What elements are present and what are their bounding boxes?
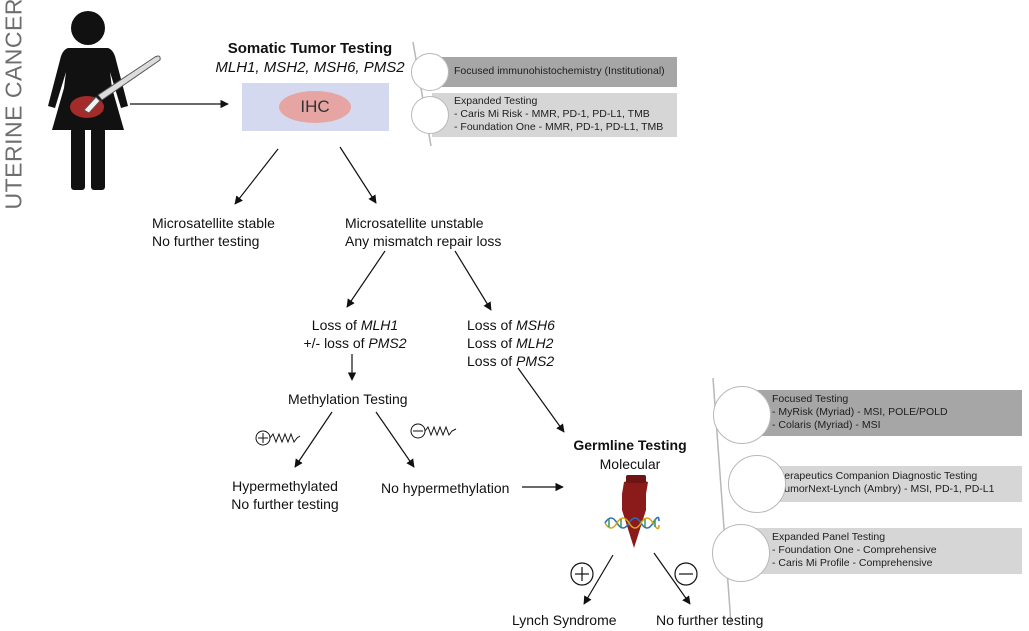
germline-option-circle — [713, 386, 771, 444]
scalpel-icon — [83, 55, 161, 114]
arrow-to-no-further — [653, 552, 691, 605]
somatic-option-focused: Focused immunohistochemistry (Institutio… — [432, 57, 677, 87]
option-line: - Foundation One - Comprehensive — [772, 544, 937, 556]
loss-mlh1-text: Loss of MLH1 +/- loss of PMS2 — [285, 316, 425, 352]
arrow-to-stable — [234, 148, 279, 205]
text-prefix: Loss of — [311, 317, 361, 333]
unstable-line-2: Any mismatch repair loss — [345, 233, 502, 249]
text-prefix: Loss of — [467, 353, 517, 369]
option-line: - MyRisk (Myriad) - MSI, POLE/POLD — [772, 406, 948, 418]
text-prefix: +/- loss of — [303, 335, 369, 351]
gene-msh6: MSH6 — [516, 317, 555, 333]
option-line: Expanded Panel Testing — [772, 531, 886, 543]
option-line: - Colaris (Myriad) - MSI — [772, 419, 881, 431]
option-line: Therapeutics Companion Diagnostic Testin… — [772, 470, 978, 482]
loss-mlh1-line-2: +/- loss of PMS2 — [285, 334, 425, 352]
somatic-option-circle — [411, 96, 449, 134]
gene-mlh2: MLH2 — [516, 335, 554, 351]
gene-pms2: PMS2 — [516, 353, 555, 369]
loss-msh6-line-2: Loss of MLH2 — [467, 334, 555, 352]
stable-text: Microsatellite stable No further testing — [152, 214, 275, 250]
stable-line-1: Microsatellite stable — [152, 215, 275, 231]
somatic-title: Somatic Tumor Testing — [227, 40, 393, 57]
germline-subtitle: Molecular — [599, 456, 661, 472]
gene-pms2: PMS2 — [368, 335, 407, 351]
arrow-to-loss-msh6 — [454, 250, 492, 311]
unstable-line-1: Microsatellite unstable — [345, 215, 484, 231]
option-line: Focused immunohistochemistry (Institutio… — [454, 65, 665, 77]
option-line: - Caris Mi Risk - MMR, PD-1, PD-L1, TMB — [454, 108, 650, 120]
loss-msh6-line-1: Loss of MSH6 — [467, 316, 555, 334]
gene-mlh1: MLH1 — [360, 317, 399, 333]
germline-option-focused: Focused Testing - MyRisk (Myriad) - MSI,… — [750, 390, 1022, 436]
arrow-to-no-hypermethylation — [375, 411, 415, 468]
option-line: Focused Testing — [772, 393, 849, 405]
option-line: - Caris Mi Profile - Comprehensive — [772, 557, 933, 569]
somatic-option-circle — [411, 53, 449, 91]
hypermethylated-line-1: Hypermethylated — [232, 478, 338, 494]
germline-option-circle — [728, 455, 786, 513]
germline-option-expanded: Expanded Panel Testing - Foundation One … — [750, 528, 1022, 574]
hypermethylated-text: Hypermethylated No further testing — [222, 477, 348, 513]
option-line: - Foundation One - MMR, PD-1, PD-L1, TMB — [454, 121, 664, 133]
germline-title: Germline Testing — [573, 437, 687, 453]
unstable-text: Microsatellite unstable Any mismatch rep… — [345, 214, 501, 250]
plus-methyl-icon — [255, 430, 301, 446]
arrow-to-lynch — [583, 554, 614, 605]
arrow-to-loss-mlh1 — [346, 250, 386, 308]
minus-result-icon — [674, 562, 698, 586]
stable-line-2: No further testing — [152, 233, 260, 249]
germline-option-circle — [712, 524, 770, 582]
arrow-to-hypermethylated — [294, 411, 333, 468]
woman-figure-icon — [48, 11, 128, 190]
no-hypermethylation-text: No hypermethylation — [381, 480, 510, 496]
lynch-syndrome: Lynch Syndrome — [512, 612, 617, 628]
loss-msh6-text: Loss of MSH6 Loss of MLH2 Loss of PMS2 — [467, 316, 555, 370]
germline-option-companion: Therapeutics Companion Diagnostic Testin… — [750, 466, 1022, 502]
test-tube-icon — [622, 475, 648, 548]
option-line: - TumorNext-Lynch (Ambry) - MSI, PD-1, P… — [772, 483, 995, 495]
loss-mlh1-line-1: Loss of MLH1 — [285, 316, 425, 334]
loss-msh6-line-3: Loss of PMS2 — [467, 352, 555, 370]
somatic-option-expanded: Expanded Testing - Caris Mi Risk - MMR, … — [432, 93, 677, 137]
text-prefix: Loss of — [467, 317, 517, 333]
text-prefix: Loss of — [467, 335, 517, 351]
arrow-msh6-to-germline — [517, 367, 565, 433]
arrow-to-unstable — [339, 146, 377, 204]
hypermethylated-line-2: No further testing — [231, 496, 339, 512]
dna-icon — [604, 516, 660, 530]
option-line: Expanded Testing — [454, 95, 538, 107]
side-title: UTERINE CANCER — [0, 0, 27, 210]
no-further-testing: No further testing — [656, 612, 764, 628]
somatic-genes: MLH1, MSH2, MSH6, PMS2 — [215, 59, 405, 76]
minus-methyl-icon — [410, 423, 457, 439]
plus-result-icon — [570, 562, 594, 586]
ihc-label: IHC — [279, 91, 351, 123]
methylation-testing: Methylation Testing — [288, 391, 408, 407]
